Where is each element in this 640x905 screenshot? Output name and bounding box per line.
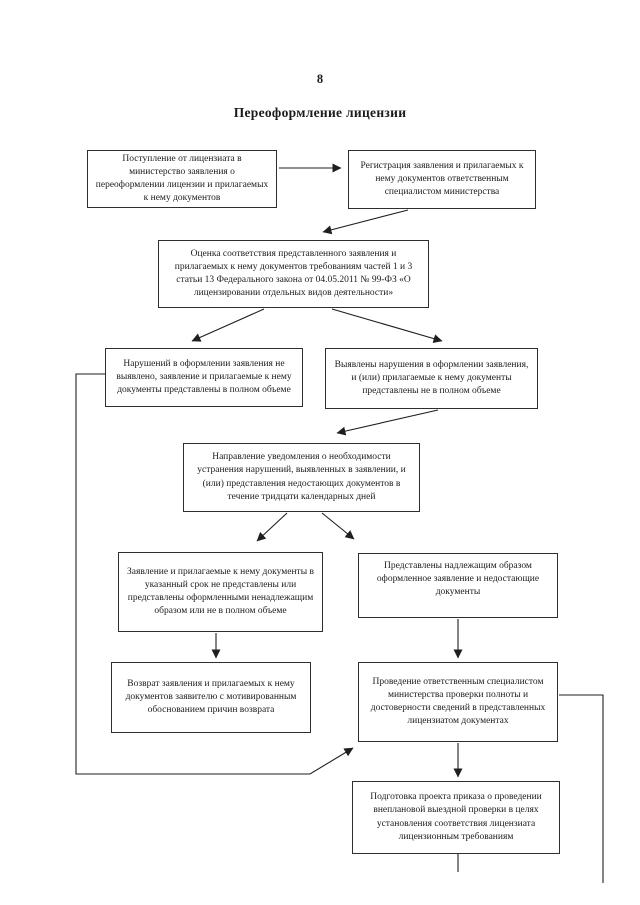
flow-node-no-violations: Нарушений в оформлении заявления не выяв… — [105, 348, 303, 407]
arrow-register-to-assess — [322, 209, 409, 235]
flow-node-verify-information: Проведение ответственным специалистом ми… — [358, 662, 558, 742]
flow-node-register-application: Регистрация заявления и прилагаемых к не… — [348, 150, 536, 209]
arrow-assess-to-violations-found — [331, 308, 443, 343]
flow-node-return-application: Возврат заявления и прилагаемых к нему д… — [111, 662, 311, 733]
flow-node-draft-order: Подготовка проекта приказа о проведении … — [352, 781, 560, 854]
arrow-violations-to-notice — [336, 409, 439, 436]
flow-node-assess-compliance: Оценка соответствия представленного заяв… — [158, 240, 429, 308]
flow-node-receive-application: Поступление от лицензиата в министерство… — [87, 150, 277, 208]
arrow-notice-to-not-corrected — [256, 512, 288, 542]
page-number: 8 — [316, 72, 324, 86]
page-title: Переоформление лицензии — [233, 105, 407, 120]
flow-node-violations-found: Выявлены нарушения в оформлении заявлени… — [325, 348, 538, 409]
line-verify-offpage-right — [559, 694, 604, 883]
arrow-notice-to-corrected — [321, 512, 355, 540]
flow-node-send-notice: Направление уведомления о необходимости … — [183, 443, 420, 512]
flow-node-corrected: Представлены надлежащим образом оформлен… — [358, 553, 558, 618]
flow-node-not-corrected: Заявление и прилагаемые к нему документы… — [118, 552, 323, 632]
arrow-assess-to-no-violations — [191, 308, 265, 342]
